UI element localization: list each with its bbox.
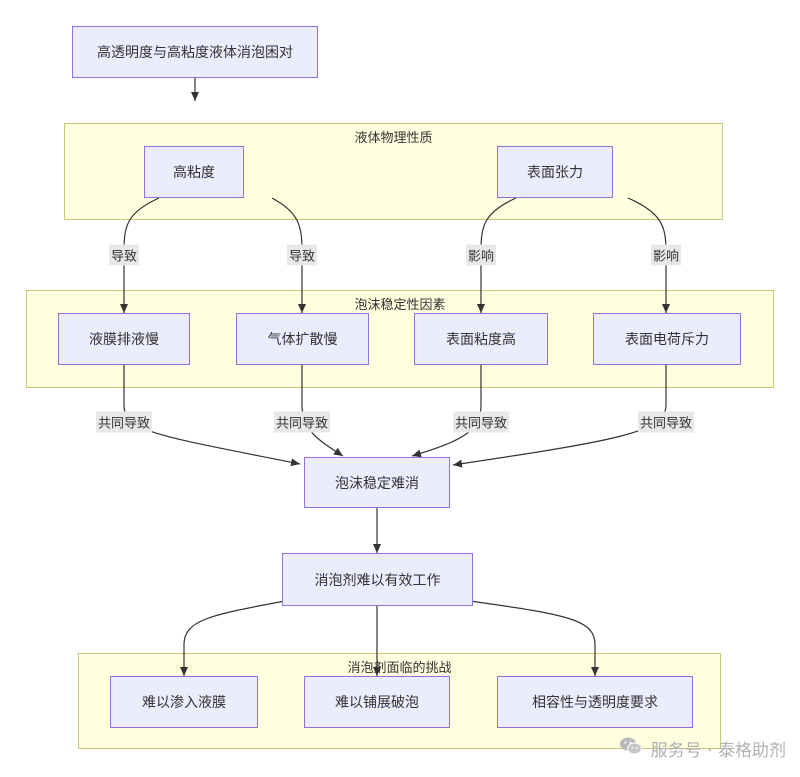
- node-film-drain-slow: 液膜排液慢: [58, 313, 190, 365]
- edge-label-hv-gas: 导致: [286, 244, 318, 266]
- edge-drain-to-foam: [123, 365, 301, 467]
- node-surface-charge-repulsion: 表面电荷斥力: [593, 313, 741, 365]
- node-top-problem: 高透明度与高粘度液体消泡困对: [72, 26, 318, 78]
- node-surface-tension: 表面张力: [497, 146, 613, 198]
- edge-charge-to-foam: [452, 365, 667, 468]
- node-foam-hard-break: 泡沫稳定难消: [304, 457, 450, 508]
- edge-defoamer-to-penetrate: [180, 600, 286, 676]
- node-hard-penetrate: 难以渗入液膜: [110, 676, 258, 728]
- node-high-viscosity: 高粘度: [144, 146, 244, 198]
- edge-defoamer-to-compat: [469, 600, 599, 676]
- node-compat-transparency: 相容性与透明度要求: [497, 676, 693, 728]
- edge-label-st-surfvisc: 影响: [465, 244, 497, 266]
- node-surface-viscosity-high: 表面粘度高: [414, 313, 548, 365]
- edge-label-st-charge: 影响: [650, 244, 682, 266]
- edge-gas-to-foam: [301, 365, 344, 457]
- watermark-text: 服务号 · 泰格助剂: [650, 741, 786, 761]
- edge-surfvisc-to-foam: [411, 365, 482, 458]
- edge-label-charge-foam: 共同导致: [637, 411, 695, 433]
- node-defoamer-ineffective: 消泡剂难以有效工作: [282, 553, 473, 606]
- watermark: 服务号 · 泰格助剂: [619, 736, 786, 761]
- edge-label-drain-foam: 共同导致: [95, 411, 153, 433]
- edge-label-hv-drain: 导致: [108, 244, 140, 266]
- node-hard-spread: 难以铺展破泡: [304, 676, 450, 728]
- group-title-physical: 液体物理性质: [354, 131, 433, 146]
- edge-label-surfvisc-foam: 共同导致: [452, 411, 510, 433]
- edge-label-gas-foam: 共同导致: [273, 411, 331, 433]
- node-gas-diffusion-slow: 气体扩散慢: [236, 313, 369, 365]
- group-title-stability: 泡沫稳定性因素: [354, 298, 446, 313]
- wechat-icon: [619, 736, 643, 761]
